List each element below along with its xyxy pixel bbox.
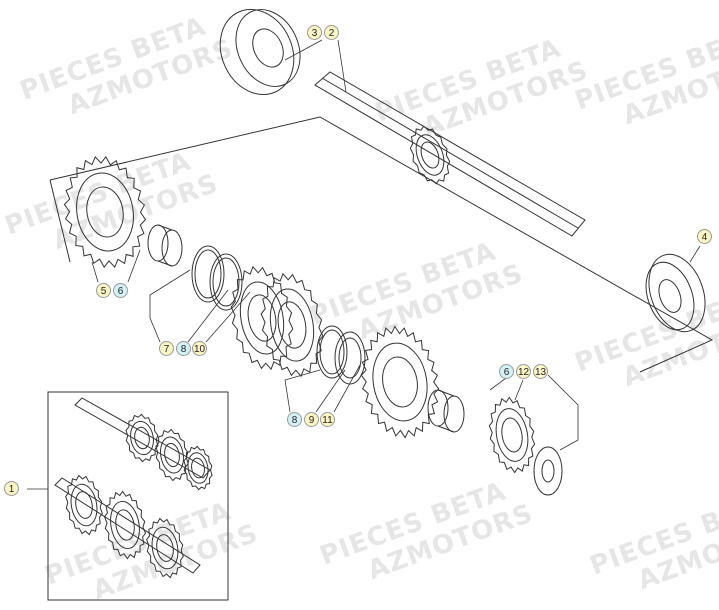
inset-gear-f <box>146 517 184 579</box>
washer-11 <box>334 331 366 385</box>
callout-1[interactable]: 1 <box>4 481 19 496</box>
gear-8-cluster-b <box>260 272 324 378</box>
gear-8-cluster <box>230 265 294 371</box>
callout-8[interactable]: 8 <box>287 412 302 427</box>
assembly-inset <box>47 391 229 601</box>
callout-6[interactable]: 6 <box>113 283 128 298</box>
callout-9[interactable]: 9 <box>304 412 319 427</box>
circlip-7 <box>191 245 225 303</box>
inset-gear-a <box>125 413 159 463</box>
gear-5 <box>63 155 147 269</box>
callout-3[interactable]: 3 <box>307 25 322 40</box>
callout-6[interactable]: 6 <box>499 364 514 379</box>
circlip-9 <box>316 325 348 379</box>
gear-shaft-2 <box>409 125 451 185</box>
main-shaft-2 <box>314 71 586 237</box>
callout-10[interactable]: 10 <box>192 341 207 356</box>
inset-gear-e <box>103 490 147 560</box>
thrust-washer-13 <box>533 446 563 496</box>
inset-gear-d <box>65 474 103 536</box>
washer-10 <box>209 253 243 311</box>
bearing-3 <box>219 8 301 96</box>
callout-12[interactable]: 12 <box>516 364 531 379</box>
bushing-6a <box>147 224 183 267</box>
gear-11 <box>360 325 440 439</box>
callout-2[interactable]: 2 <box>324 25 339 40</box>
leader-lines <box>27 39 701 490</box>
inset-shaft-upper <box>74 397 211 479</box>
inset-shaft-lower <box>54 477 201 574</box>
bearing-4 <box>645 253 706 333</box>
callout-4[interactable]: 4 <box>697 229 712 244</box>
gear-12 <box>488 396 536 474</box>
callout-7[interactable]: 7 <box>159 341 174 356</box>
assembly-outline <box>49 116 714 373</box>
callout-11[interactable]: 11 <box>320 412 335 427</box>
callout-13[interactable]: 13 <box>533 364 548 379</box>
callout-8[interactable]: 8 <box>176 341 191 356</box>
callout-5[interactable]: 5 <box>96 283 111 298</box>
bushing-6b <box>427 389 465 433</box>
